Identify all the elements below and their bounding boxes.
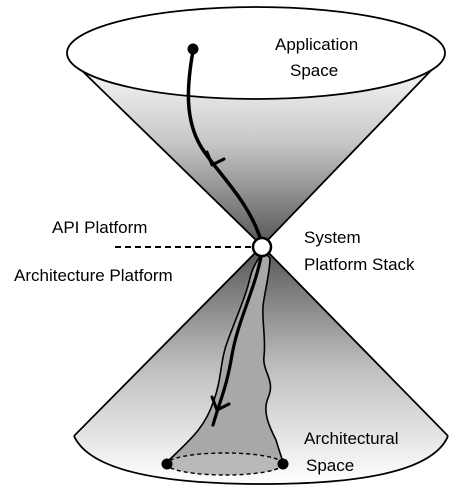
architectural-base-ellipse xyxy=(166,452,284,476)
application-space-ellipse xyxy=(66,6,446,100)
application-path-arrowhead xyxy=(205,150,226,167)
architectural-left-point xyxy=(161,458,173,470)
architecture-path-arrowhead xyxy=(210,395,231,412)
system-platform-stack-point xyxy=(251,236,273,258)
lower-base-ellipse-arc xyxy=(73,435,449,485)
upper-cone-body xyxy=(68,55,445,246)
label-system-platform-stack-line2: Platform Stack xyxy=(304,255,415,274)
application-path xyxy=(186,49,264,246)
upper-cone-right-edge xyxy=(261,56,445,247)
architectural-right-point xyxy=(277,458,289,470)
upper-cone xyxy=(66,6,446,247)
label-application-space-line2: Space xyxy=(290,61,338,80)
architectural-space-region xyxy=(165,250,285,463)
label-architecture-platform: Architecture Platform xyxy=(14,266,173,285)
label-api-platform: API Platform xyxy=(52,218,147,237)
lower-cone-right-edge xyxy=(261,245,449,437)
upper-cone-left-edge xyxy=(67,56,263,247)
architecture-path xyxy=(211,250,264,427)
lower-cone-left-edge xyxy=(73,245,263,437)
label-system-platform-stack-line1: System xyxy=(304,228,361,247)
label-application-space-line1: Application xyxy=(275,35,358,54)
application-start-point xyxy=(187,43,199,55)
label-architectural-space-line1: Architectural xyxy=(304,429,398,448)
label-architectural-space-line2: Space xyxy=(306,456,354,475)
